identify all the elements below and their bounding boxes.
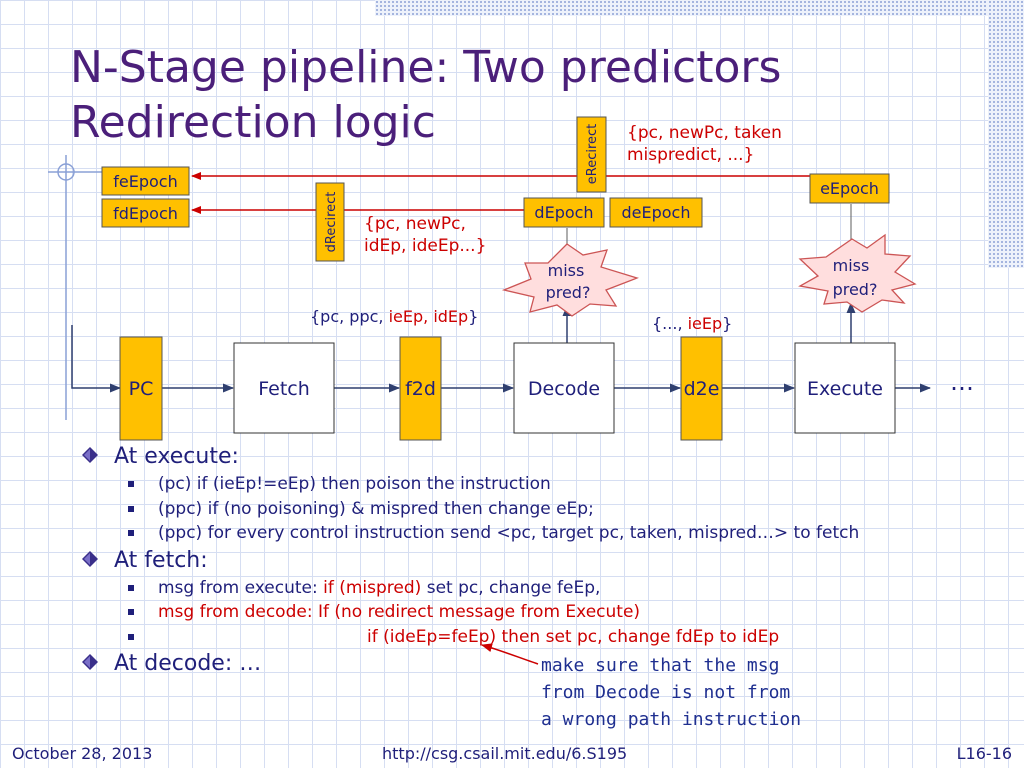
dEpoch-box	[523, 197, 605, 228]
dEpoch-label: dEpoch	[534, 203, 593, 222]
annotation-note: make sure that the msg from Decode is no…	[541, 655, 802, 730]
diamond-bullet-icon	[82, 654, 98, 670]
right-decor-band	[988, 0, 1024, 268]
mispred-stars: miss pred? miss pred?	[501, 233, 917, 317]
d2e-fifo	[680, 336, 723, 441]
fdEpoch-label: fdEpoch	[113, 204, 178, 223]
square-bullet-icon	[128, 633, 134, 640]
deEpoch-label: deEpoch	[622, 203, 691, 222]
epoch-boxes: feEpoch fdEpoch dEpoch deEpoch eEpoch	[101, 166, 890, 228]
diamond-bullet-icon	[82, 447, 98, 463]
title-line-2: Redirection logic	[70, 97, 436, 148]
f2d-contents-label: {pc, ppc, ieEp, idEp}	[310, 307, 479, 326]
redirect-lines	[191, 172, 812, 214]
bullet-decode: At decode: …	[82, 649, 1012, 679]
square-bullet-icon	[128, 505, 134, 512]
bullet-fetch: At fetch:	[82, 546, 1012, 576]
fetch-stage	[233, 342, 335, 434]
feEpoch-label: feEpoch	[113, 172, 177, 191]
footer-date: October 28, 2013	[12, 744, 153, 763]
footer-url: http://csg.csail.mit.edu/6.S195	[382, 744, 628, 763]
eEpoch-box	[809, 173, 890, 204]
dRecirect-label: dRecirect	[324, 192, 339, 253]
d2e-label: d2e	[684, 378, 720, 400]
square-bullet-icon	[128, 481, 134, 487]
execute-item-3: (ppc) for every control instruction send…	[82, 521, 1012, 546]
decode-mispred-line1: miss	[548, 261, 585, 280]
decode-mispred-line2: pred?	[546, 283, 591, 302]
footer-slide-number: L16-16	[956, 744, 1012, 763]
decode-stage	[513, 342, 615, 434]
execute-mispred-line2: pred?	[833, 280, 878, 299]
annotation-arrow	[481, 643, 539, 665]
bullet-execute: At execute:	[82, 442, 1012, 472]
eEpoch-label: eEpoch	[820, 179, 879, 198]
execute-stage	[794, 342, 896, 434]
fetch-item-1: msg from execute: if (mispred) set pc, c…	[82, 576, 1012, 601]
decode-mispred-star	[501, 243, 639, 317]
eRecirect-fifo	[576, 116, 607, 193]
stem-lines	[566, 204, 852, 246]
f2d-fifo	[399, 336, 442, 441]
top-decor-band	[375, 0, 1024, 16]
redirect-fifos: eRecirect dRecirect	[315, 116, 607, 262]
execute-item-1: (pc) if (ieEp!=eEp) then poison the inst…	[82, 472, 1012, 497]
execute-mispred-line1: miss	[833, 256, 870, 275]
execute-mispred-star	[798, 233, 917, 313]
dRecirect-fifo	[315, 182, 345, 262]
fdEpoch-box	[101, 198, 190, 228]
square-bullet-icon	[128, 584, 134, 591]
execute-label: Execute	[807, 378, 883, 400]
fetch-item-2: msg from decode: If (no redirect message…	[82, 600, 1012, 625]
title-line-1: N-Stage pipeline: Two predictors	[70, 42, 782, 93]
corner-ornament	[48, 155, 102, 420]
pipeline-ellipsis: …	[950, 368, 974, 396]
pipeline-stages: PC Fetch f2d Decode d2e Execute …	[119, 336, 974, 441]
d2e-contents-label: {..., ieEp}	[652, 314, 733, 333]
diamond-bullet-icon	[82, 550, 98, 567]
fetch-item-3: if (ideEp=feEp) then set pc, change fdEp…	[82, 625, 1012, 650]
eRecirect-label: eRecirect	[585, 124, 600, 185]
square-bullet-icon	[128, 530, 134, 536]
fetch-label: Fetch	[258, 378, 310, 400]
bullet-list: At execute: (pc) if (ieEp!=eEp) then poi…	[82, 442, 1012, 679]
square-bullet-icon	[128, 609, 134, 615]
execute-item-2: (ppc) if (no poisoning) & mispred then c…	[82, 497, 1012, 522]
f2d-label: f2d	[405, 378, 436, 400]
pc-label: PC	[129, 378, 154, 400]
slide-title: N-Stage pipeline: Two predictors Redirec…	[70, 40, 950, 150]
pc-register	[119, 336, 163, 441]
execute-redirect-msg: {pc, newPc, taken mispredict, ...}	[627, 123, 782, 165]
decode-redirect-msg: {pc, newPc, idEp, ideEp...}	[364, 214, 487, 256]
feEpoch-box	[101, 166, 190, 196]
deEpoch-box	[609, 197, 703, 228]
decode-label: Decode	[528, 378, 600, 400]
